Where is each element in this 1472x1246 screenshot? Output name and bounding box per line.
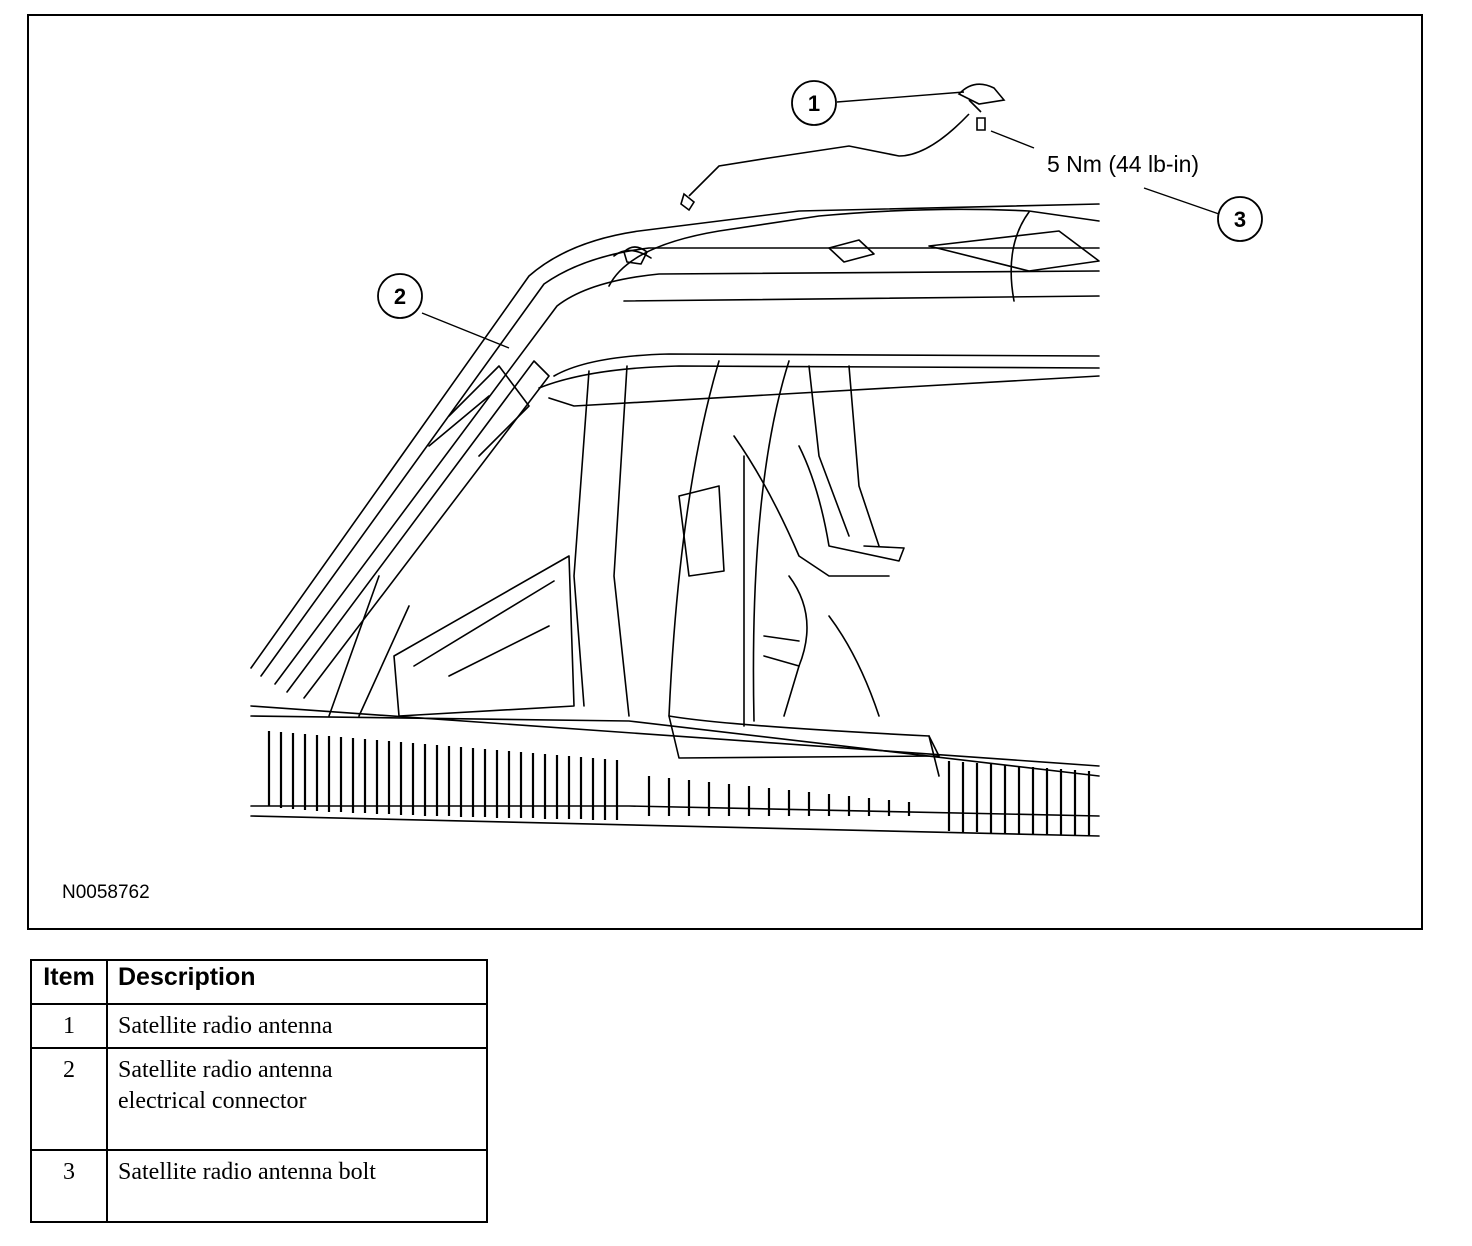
table-row: 2 Satellite radio antenna electrical conn… [30, 1047, 488, 1151]
callout-2-label: 2 [394, 284, 406, 309]
legend-table: Item Description 1 Satellite radio anten… [30, 959, 488, 1223]
legend-item-description: Satellite radio antenna [106, 1003, 488, 1049]
torque-label: 5 Nm (44 lb-in) [1047, 151, 1199, 177]
legend-item-number: 3 [30, 1149, 108, 1223]
callout-1-label: 1 [808, 91, 820, 116]
callout-1: 1 [791, 80, 837, 126]
a-pillar-outline [250, 203, 1100, 669]
illustration-frame: 1 2 3 5 Nm (44 lb-in) N0058762 [27, 14, 1423, 930]
roof-rail-outline [553, 353, 1100, 377]
legend-item-description: Satellite radio antenna electrical connec… [106, 1047, 488, 1151]
vehicle-roof-illustration: 1 2 3 5 Nm (44 lb-in) [250, 80, 1263, 837]
figure-code: N0058762 [62, 882, 150, 903]
legend-header-item: Item [30, 959, 108, 1005]
description-line: Satellite radio antenna [118, 1057, 333, 1083]
antenna-bolt [976, 117, 986, 131]
callout-3-label: 3 [1234, 207, 1246, 232]
description-line: electrical connector [118, 1088, 307, 1114]
rocker-sill-outline [250, 705, 1100, 767]
callout-leader-lines [421, 91, 1220, 349]
callout-2: 2 [377, 273, 423, 319]
antenna-connector [680, 192, 696, 212]
callout-3: 3 [1217, 196, 1263, 242]
roof-panel-outline [608, 208, 1100, 287]
legend-header-row: Item Description [30, 959, 488, 1005]
table-row: 1 Satellite radio antenna [30, 1003, 488, 1049]
description-line: Satellite radio antenna [118, 1013, 333, 1039]
legend-header-description: Description [106, 959, 488, 1005]
legend-item-number: 2 [30, 1047, 108, 1151]
sill-ribbing [267, 731, 1091, 836]
table-row: 3 Satellite radio antenna bolt [30, 1149, 488, 1223]
description-line: Satellite radio antenna bolt [118, 1159, 376, 1185]
antenna-cable [688, 113, 970, 197]
legend-item-description: Satellite radio antenna bolt [106, 1149, 488, 1223]
b-pillar-outline [573, 370, 590, 707]
antenna-body [957, 83, 1006, 105]
legend-item-number: 1 [30, 1003, 108, 1049]
